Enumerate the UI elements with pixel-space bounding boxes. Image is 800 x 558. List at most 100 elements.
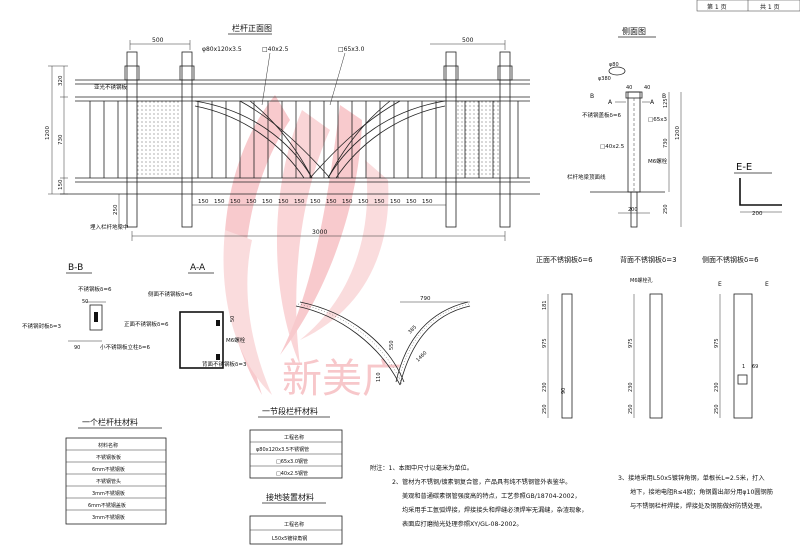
label-phi80: φ80 [609, 62, 619, 68]
side-post [627, 91, 641, 193]
section-ee: E-E 200 [734, 162, 782, 217]
post-row-5: 6mm不锈钢盖板 [88, 502, 126, 509]
dim-left-1200: 1200 [45, 126, 51, 140]
arc-dim-110: 110 [376, 372, 382, 382]
notes: 附注：1、本图中尺寸以毫米为单位。 2、管材为不锈钢/镀素钢复合管，产品具有纯不… [370, 464, 773, 528]
note-line-1: 2、管材为不锈钢/镀素钢复合管，产品具有纯不锈钢管外表鉴华。 [392, 478, 571, 486]
front-view: 栏杆正面图 500 500 φ80x120x3.5 □40x2.5 □65x3.… [45, 23, 540, 241]
dim-side-1200: 1200 [675, 126, 681, 140]
arc-detail: 790 550 385 110 1460 [295, 296, 471, 386]
bb-label-1: 不锈钢板δ=6 [78, 285, 112, 293]
section-aa: A-A 侧面不锈钢板δ=6 正面不锈钢板δ=6 M6螺栓 背面不锈钢板δ=3 5… [124, 263, 247, 369]
pf-dim-250: 250 [542, 404, 548, 414]
post-material-table: 一个栏杆柱材料 材料名称 不锈钢板板 6mm不锈钢板 不锈钢管头 3mm不锈钢板… [65, 417, 167, 525]
mark-b-right: B [662, 93, 666, 100]
plate-back-title: 背面不锈钢板δ=3 [620, 255, 677, 264]
arc-dim-790: 790 [420, 296, 431, 302]
label-tube65: □65x3 [648, 117, 667, 123]
note2-line-2: 与不锈钢栏杆焊接，焊接处及钢筋做好防锈处理。 [630, 502, 766, 510]
perforated-panel-right [456, 101, 500, 178]
aa-dim-50: 50 [230, 316, 236, 322]
section-table-title: 一节段栏杆材料 [262, 406, 318, 416]
note2-line-0: 3、接地采用L50x5镀锌角钢，单根长L=2.5米，打入 [618, 474, 765, 482]
svg-text:150: 150 [294, 199, 305, 205]
post-row-4: 3mm不锈钢板 [92, 490, 125, 497]
svg-text:150: 150 [422, 199, 433, 205]
ground-row-1: L50x5镀锌角钢 [272, 535, 307, 542]
plate-front-title: 正面不锈钢板δ=6 [536, 255, 593, 264]
arc-dim-550: 550 [389, 340, 395, 350]
post-row-3: 不锈钢管头 [96, 478, 121, 485]
svg-text:150: 150 [374, 199, 385, 205]
ee-title: E-E [736, 162, 752, 173]
pf-dim-90: 90 [561, 388, 567, 394]
section-row-1: φ80x120x3.5不锈钢管 [256, 446, 309, 453]
svg-text:150: 150 [310, 199, 321, 205]
pb-dim-975: 975 [628, 338, 634, 348]
watermark: 新美广 [223, 95, 402, 402]
dim-left-730: 730 [58, 134, 64, 145]
section-row-0: 工程名称 [284, 434, 304, 441]
plate-side-title: 侧面不锈钢板δ=6 [702, 255, 759, 264]
svg-text:150: 150 [262, 199, 273, 205]
plate-back-label: M6螺栓孔 [630, 277, 653, 284]
svg-text:150: 150 [278, 199, 289, 205]
section-row-3: □40x2.5钢管 [276, 470, 308, 477]
label-ground: 栏杆地梁顶面线 [567, 173, 606, 181]
arc-dim-1460: 1460 [415, 350, 428, 363]
ps-e2: E [765, 281, 769, 288]
note-line-2: 美观和普通碳素钢管强度高的特点，工艺参照GB/18704-2002， [402, 492, 581, 500]
side-view: 侧面图 φ80 φ380 B B A A 40 40 不锈钢盖板δ=6 □65x… [567, 26, 682, 228]
side-view-title: 侧面图 [622, 26, 646, 36]
note-line-3: 均采用手工氩弧焊接，焊接接头和焊缝必须焊牢无漏缝，杂渣现象， [402, 506, 588, 514]
ps-dim-230: 230 [714, 382, 720, 392]
dim-bottom-250: 250 [113, 204, 119, 215]
ee-dim: 200 [752, 211, 763, 217]
label-tube-65: □65x3.0 [338, 46, 365, 53]
post-table-title: 一个栏杆柱材料 [82, 417, 138, 427]
dim-side-730: 730 [663, 138, 669, 148]
bb-title: B-B [68, 263, 83, 273]
svg-text:150: 150 [358, 199, 369, 205]
perforated-panel-left [137, 101, 182, 178]
svg-text:150: 150 [342, 199, 353, 205]
page-number: 第 1 页 [707, 3, 727, 11]
pf-dim-181: 181 [542, 300, 548, 310]
ground-material-table: 接地装置材料 工程名称 L50x5镀锌角钢 [249, 492, 343, 545]
label-post-size: φ80x120x3.5 [202, 46, 242, 53]
mark-a-right: A [650, 99, 655, 106]
bb-dim-50: 50 [82, 299, 88, 305]
note2-line-1: 地下，接地电阻R≤4欧；角钢露出部分用φ10圆钢筋 [630, 488, 773, 496]
post-row-2: 6mm不锈钢板 [92, 466, 125, 473]
label-steel-cover: 不锈钢盖板δ=6 [582, 111, 621, 119]
arc-pattern [194, 100, 446, 179]
label-tube-40: □40x2.5 [262, 46, 289, 53]
aa-label-2: 正面不锈钢板δ=6 [124, 320, 169, 328]
svg-text:150: 150 [214, 199, 225, 205]
pb-dim-230: 230 [628, 382, 634, 392]
pf-dim-230: 230 [542, 382, 548, 392]
label-tube40: □40x2.5 [600, 144, 625, 150]
label-m6: M6螺栓 [648, 157, 668, 165]
ground-table-title: 接地装置材料 [266, 492, 314, 502]
dim-top-500: 500 [152, 37, 164, 44]
note-line-4: 表面应打磨抛光处理参照XY/GL-08-2002。 [402, 520, 523, 528]
ps-small-69: 69 [752, 364, 758, 370]
page-total: 共 1 页 [760, 3, 780, 11]
watermark-text: 新美广 [282, 356, 402, 402]
bb-label-3: 小不锈钢板立柱δ=6 [100, 343, 150, 351]
dim-span-3000: 3000 [312, 229, 327, 236]
plate-front: 正面不锈钢板δ=6 181 975 230 250 90 [536, 255, 593, 419]
bb-label-2: 不锈钢封板δ=3 [22, 322, 61, 330]
ground-row-0: 工程名称 [284, 521, 304, 528]
aa-label-1: 侧面不锈钢板δ=6 [148, 290, 193, 298]
dim-side-250: 250 [663, 204, 669, 214]
aa-label-4: 背面不锈钢板δ=3 [202, 360, 247, 368]
post-row-0: 材料名称 [98, 442, 118, 449]
svg-text:150: 150 [406, 199, 417, 205]
ps-dim-250: 250 [714, 404, 720, 414]
plate-side: 侧面不锈钢板δ=6 E E 1 69 975 230 250 [702, 255, 769, 419]
dim-side-200: 200 [628, 207, 638, 213]
dim-side-125: 125 [663, 98, 669, 108]
dim-side-40a: 40 [626, 85, 632, 91]
